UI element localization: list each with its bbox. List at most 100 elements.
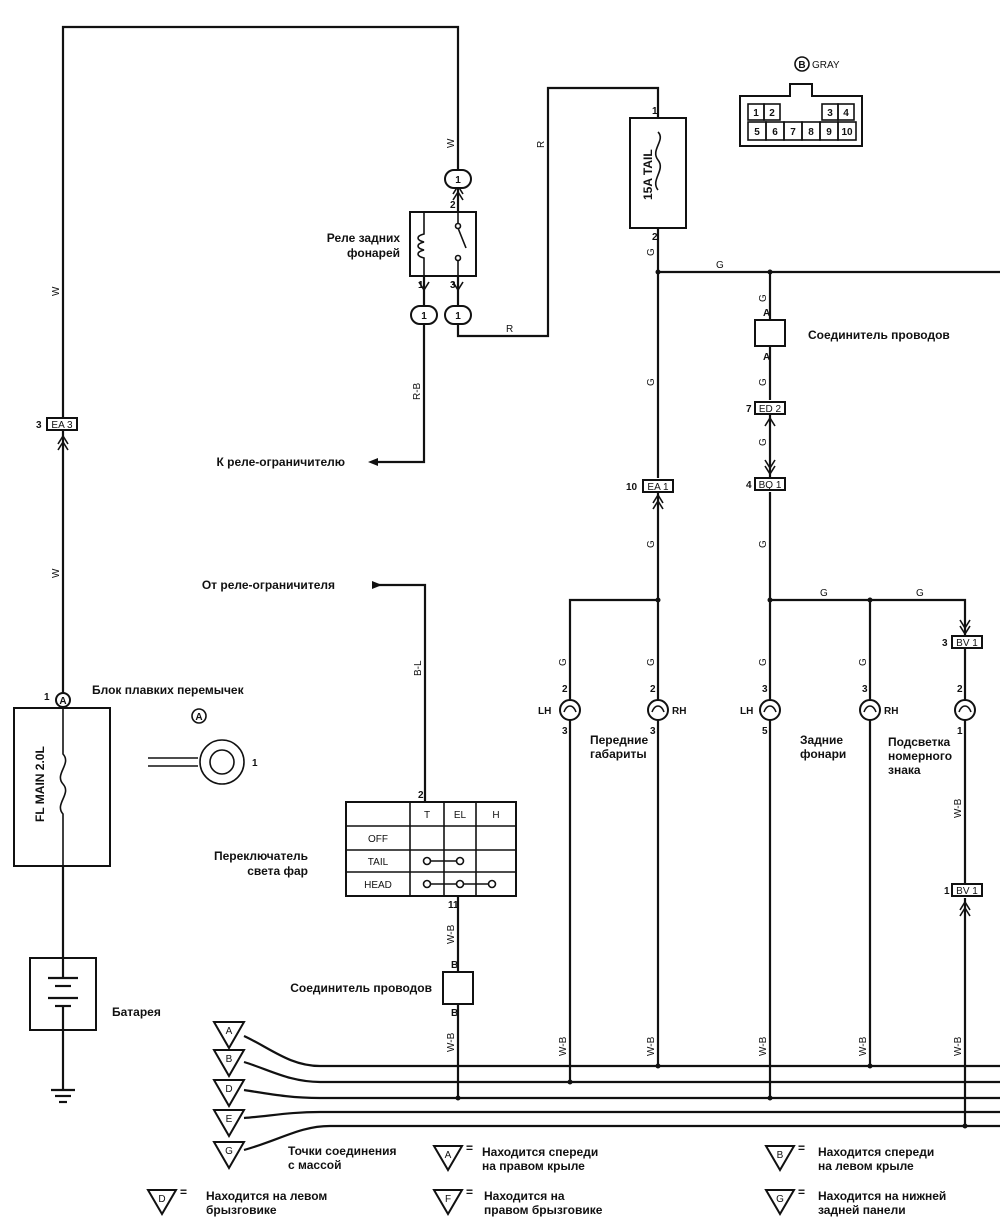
headlight-switch-label: Переключатель <box>214 849 308 863</box>
wire-r <box>456 86 660 338</box>
svg-text:A: A <box>226 1026 233 1037</box>
junction-dot <box>655 269 661 275</box>
legend-f: F = Находится на правом брызговике <box>432 1185 603 1217</box>
svg-text:G: G <box>758 294 769 302</box>
svg-text:Находится спереди: Находится спереди <box>818 1145 934 1159</box>
lamp-rear-rh: RH 3 <box>859 684 898 721</box>
svg-text:8: 8 <box>808 127 814 138</box>
tail-relay-label: фонарей <box>347 246 400 260</box>
svg-text:W-B: W-B <box>558 1036 569 1056</box>
wire-g-front-split <box>568 598 660 700</box>
relay-switch-icon <box>457 227 467 249</box>
plate-light-label: знака <box>888 763 921 777</box>
junction-dot <box>962 1123 968 1129</box>
pin-label: 1 <box>944 886 950 897</box>
wires <box>51 25 1000 1152</box>
bulb-icon <box>559 699 581 721</box>
ground-bus-e <box>243 1110 1000 1120</box>
ground-points-label: Точки соединения <box>288 1144 397 1158</box>
svg-text:BV 1: BV 1 <box>956 886 978 897</box>
pin-label: 2 <box>418 790 424 801</box>
svg-text:B: B <box>226 1054 233 1065</box>
svg-text:W-B: W-B <box>953 1036 964 1056</box>
headlight-switch-label: света фар <box>247 864 308 878</box>
svg-text:HEAD: HEAD <box>364 880 392 891</box>
svg-text:EA 1: EA 1 <box>647 482 669 493</box>
svg-text:F: F <box>445 1194 451 1205</box>
arrow-left-icon <box>368 458 378 466</box>
svg-text:W-B: W-B <box>446 924 457 944</box>
svg-text:D: D <box>158 1194 165 1205</box>
svg-text:4: 4 <box>843 108 849 119</box>
svg-text:3: 3 <box>650 726 656 737</box>
pin-label: 1 <box>455 311 461 322</box>
pin-label: 1 <box>421 311 427 322</box>
connector-color-label: GRAY <box>812 60 840 71</box>
ground-bus-a <box>243 1035 1000 1068</box>
connector-bv1-top <box>951 635 983 649</box>
tail-relay-label: Реле задних <box>327 231 401 245</box>
svg-text:1: 1 <box>753 108 759 119</box>
chevron-up-icon <box>452 190 464 201</box>
svg-text:G: G <box>646 540 657 548</box>
svg-text:=: = <box>798 1141 805 1155</box>
connector-housing <box>739 83 863 147</box>
svg-text:G: G <box>758 540 769 548</box>
svg-text:LH: LH <box>538 706 551 717</box>
svg-text:W-B: W-B <box>758 1036 769 1056</box>
pin-label: 1 <box>44 692 50 703</box>
pin-label: A <box>763 308 770 319</box>
connector-bq1 <box>754 477 786 491</box>
wire-joint-top-label: Соединитель проводов <box>808 328 950 342</box>
pin-label: 4 <box>746 480 752 491</box>
wire-color-labels: W W W R R R-B G G G G G G G G G G G G G … <box>51 138 964 1056</box>
connector-ea1 <box>642 479 674 493</box>
svg-text:BQ 1: BQ 1 <box>759 480 782 491</box>
fuse-main: FL MAIN 2.0L <box>13 707 111 867</box>
connector-oval-icon <box>444 169 472 189</box>
terminal-a-detail-icon <box>191 708 207 724</box>
ground-g-icon <box>764 1189 796 1216</box>
pin-label: B <box>451 1008 458 1019</box>
ground-bus-d <box>243 1088 1000 1100</box>
svg-text:R: R <box>506 324 513 335</box>
bulb-icon <box>647 699 669 721</box>
ground-bus-g <box>243 1124 1000 1152</box>
svg-text:B: B <box>777 1150 784 1161</box>
svg-text:5: 5 <box>762 726 768 737</box>
chevron-up-icon <box>57 440 69 451</box>
fuse-tail-label: 15A TAIL <box>641 149 655 200</box>
svg-text:3: 3 <box>827 108 833 119</box>
pin-label: 10 <box>626 482 638 493</box>
arrow-right-icon <box>372 581 382 589</box>
legend-a: A = Находится спереди на правом крыле <box>432 1141 598 1173</box>
svg-text:10: 10 <box>841 127 853 138</box>
svg-text:G: G <box>758 438 769 446</box>
svg-text:=: = <box>798 1185 805 1199</box>
svg-text:EA 3: EA 3 <box>51 420 73 431</box>
svg-text:B: B <box>798 60 805 71</box>
fuse-main-box <box>13 707 111 867</box>
junction-dot <box>867 1063 873 1069</box>
svg-text:LH: LH <box>740 706 753 717</box>
front-clearance-label: габариты <box>590 747 647 761</box>
svg-text:1: 1 <box>957 726 963 737</box>
svg-text:E: E <box>226 1114 233 1125</box>
junction-dot <box>455 1095 461 1101</box>
pin-label: 1 <box>252 758 258 769</box>
svg-text:A: A <box>445 1150 452 1161</box>
connector-ed2 <box>754 401 786 415</box>
wire-joint-bottom <box>442 971 474 1005</box>
svg-text:G: G <box>646 658 657 666</box>
chevron-up-icon <box>652 493 664 504</box>
svg-text:G: G <box>776 1194 784 1205</box>
relay-coil-icon <box>417 224 425 276</box>
svg-text:RH: RH <box>884 706 898 717</box>
ground-points: A B D E G <box>212 1021 246 1171</box>
svg-text:W-B: W-B <box>646 1036 657 1056</box>
lamp-front-lh: LH 2 3 <box>538 684 581 737</box>
wire-bl <box>375 583 427 802</box>
chevron-up-icon <box>959 906 971 917</box>
chevron-down-icon <box>764 465 776 476</box>
